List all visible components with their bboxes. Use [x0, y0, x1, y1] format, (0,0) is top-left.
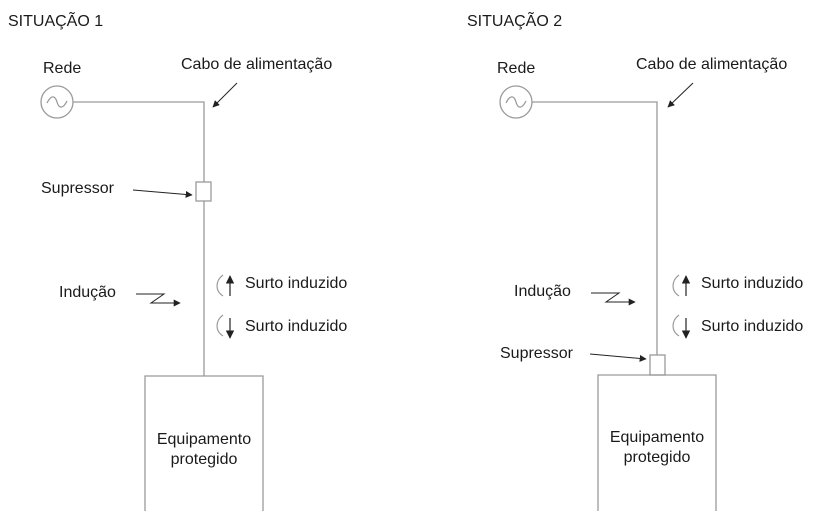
s1-suppressor-pointer-arrow [132, 189, 193, 198]
s1-surge-up-curve-icon [216, 274, 224, 297]
s1-suppressor-box [195, 181, 212, 202]
s1-equipment-label-line1: Equipamento [156, 431, 252, 448]
s2-equipment-box [597, 374, 717, 511]
s2-suppressor-box [649, 354, 666, 376]
s2-source-label: Rede [497, 60, 536, 77]
s1-title: SITUAÇÃO 1 [8, 13, 104, 30]
s2-equipment-label-line2: protegido [623, 449, 691, 466]
s2-surge-down-curve-icon [672, 314, 680, 337]
s1-induction-label: Indução [59, 284, 116, 301]
s2-surge-up-curve-icon [672, 274, 680, 297]
s1-surge-up-label: Surto induzido [245, 275, 348, 292]
s1-equipment-box [144, 375, 264, 511]
s1-power-cable-line [73, 101, 205, 182]
s1-sine-wave-icon [46, 96, 68, 108]
s2-title: SITUAÇÃO 2 [467, 13, 563, 30]
s2-surge-down-label: Surto induzido [701, 318, 804, 335]
s2-induction-label: Indução [514, 283, 571, 300]
s2-power-cable-line [532, 101, 658, 355]
s2-induction-zigzag-icon [591, 292, 636, 306]
s1-induction-zigzag-icon [136, 293, 181, 307]
s2-suppressor-pointer-arrow [589, 353, 647, 362]
s2-suppressor-label: Supressor [500, 345, 573, 362]
s1-equipment-label-line2: protegido [170, 451, 238, 468]
s2-cable-label: Cabo de alimentação [636, 56, 788, 73]
s1-surge-down-label: Surto induzido [245, 318, 348, 335]
s1-suppressor-label: Supressor [41, 180, 114, 197]
s2-cable-pointer-arrow [667, 82, 694, 108]
s2-surge-up-label: Surto induzido [701, 275, 804, 292]
s2-equipment-label: Equipamento protegido [598, 428, 716, 468]
situation-2-diagram [499, 82, 717, 511]
s1-equipment-label: Equipamento protegido [145, 430, 263, 470]
situation-1-diagram [40, 82, 264, 511]
s1-cable-label: Cabo de alimentação [181, 56, 333, 73]
s1-cable-pointer-arrow [212, 82, 238, 108]
s1-surge-down-curve-icon [216, 314, 224, 337]
s2-equipment-label-line1: Equipamento [609, 429, 705, 446]
s2-sine-wave-icon [505, 96, 527, 108]
s1-source-label: Rede [43, 60, 82, 77]
